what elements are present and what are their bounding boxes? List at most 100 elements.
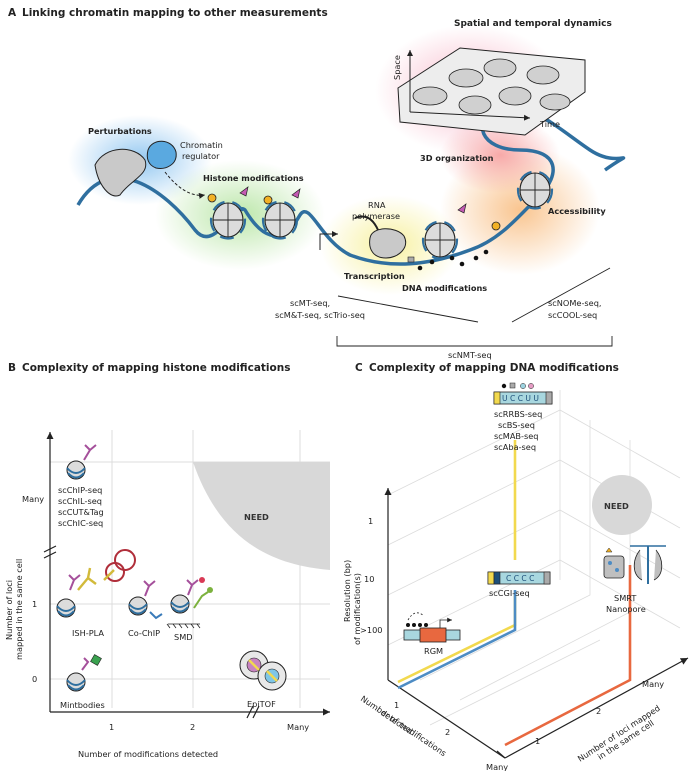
regulator-arrow	[164, 171, 206, 199]
need-label-b: NEED	[244, 512, 269, 522]
panel-c-x-axis	[387, 679, 506, 759]
c-z-tick-2: 2	[596, 706, 601, 716]
3d-organization-label: 3D organization	[420, 153, 494, 163]
chromatin-regulator-label-1: Chromatin	[180, 140, 223, 150]
method-bracket-bottom	[336, 336, 613, 347]
rolling-circle-icon	[114, 549, 136, 571]
antibody-icon	[143, 580, 156, 597]
need-region	[193, 462, 330, 570]
panel-c-letter: C	[355, 362, 363, 374]
panel-a-heading: Linking chromatin mapping to other measu…	[22, 7, 328, 19]
sccgi-seq-label: scCGI-seq	[489, 588, 530, 598]
histone-mark-icon	[491, 221, 501, 231]
panel-c-z-axis	[504, 657, 689, 759]
nucleosome-icon	[66, 672, 86, 692]
rgm-label: RGM	[424, 646, 443, 656]
nucleosome-icon	[128, 596, 148, 616]
methods-right-2: scCOOL-seq	[548, 310, 597, 320]
bisulfite-seq-icon	[493, 382, 553, 405]
line-orange	[504, 565, 632, 747]
b-y-tick-1: 1	[32, 599, 37, 609]
antibody-icon	[193, 591, 209, 609]
rna-transcript	[354, 215, 379, 231]
method-bracket-right	[511, 267, 611, 323]
space-axis-label: Space	[392, 55, 402, 80]
cgi-seq-icon	[487, 571, 551, 585]
methods-left-2: scM&T-seq, scTrio-seq	[275, 310, 365, 320]
methods-bottom: scNMT-seq	[448, 350, 492, 360]
c-y-tick-gt100: >100	[360, 625, 383, 635]
method-bracket-left	[337, 295, 479, 323]
panel-b-letter: B	[8, 362, 16, 374]
line-blue	[397, 590, 517, 690]
c-method-top-4: scAba-seq	[494, 442, 536, 452]
c-y-title-1: Resolution (bp)	[342, 560, 352, 622]
time-axis-label: Time	[539, 119, 560, 129]
rna-polymerase-icon	[369, 228, 406, 259]
time-axis	[409, 111, 531, 121]
seq-top-text: U C C U U	[502, 394, 539, 403]
x-axis-break-icon	[246, 705, 260, 719]
histone-mark-icon	[263, 195, 273, 205]
c-method-top-1: scRRBS-seq	[494, 409, 542, 419]
histone-mark-icon	[457, 203, 467, 214]
panel-b: B Complexity of mapping histone modifica…	[4, 362, 330, 759]
histone-mark-icon	[207, 193, 217, 203]
panel-c: C Complexity of mapping DNA modification…	[342, 362, 689, 771]
transcription-label: Transcription	[344, 271, 405, 281]
panel-b-heading: Complexity of mapping histone modificati…	[22, 362, 290, 374]
need-label-c: NEED	[604, 501, 629, 511]
c-z-tick-many: Many	[642, 679, 664, 689]
c-z-tick-1: 1	[535, 736, 540, 746]
b-y-tick-0: 0	[32, 674, 37, 684]
c-x-tick-many: Many	[486, 762, 508, 771]
nucleosome-icon	[56, 598, 76, 618]
mintbody-icon	[90, 654, 102, 666]
mintbodies-label: Mintbodies	[60, 700, 105, 710]
b-method-many-3: scCUT&Tag	[58, 507, 104, 517]
smrt-nanopore-icon	[603, 545, 666, 584]
pla-probe-icon	[77, 567, 115, 591]
histone-modifications-label: Histone modifications	[203, 173, 304, 183]
chromatin-regulator-icon	[146, 140, 177, 169]
rolling-circle-icon	[105, 562, 125, 582]
b-x-tick-1: 1	[109, 722, 114, 732]
perturbations-label: Perturbations	[88, 126, 152, 136]
rna-polymerase-label-1: RNA	[368, 200, 386, 210]
rna-polymerase-label-2: polymerase	[352, 211, 400, 221]
c-x-tick-1: 1	[394, 700, 399, 710]
nucleosome-icon	[170, 594, 190, 614]
c-y-title-2: of modification(s)	[352, 573, 362, 645]
need-circle	[592, 475, 652, 535]
panel-a-letter: A	[8, 7, 17, 19]
histone-mark-icon	[291, 188, 301, 199]
antibody-icon	[149, 611, 163, 620]
rgm-reporter-icon	[403, 612, 461, 643]
antibody-icon	[81, 657, 90, 671]
c-x-title-2: detected	[379, 707, 415, 736]
dna-modifications-label: DNA modifications	[402, 283, 487, 293]
c-method-top-3: scMAB-seq	[494, 431, 539, 441]
dna-methylation-dots	[407, 249, 489, 271]
antibody-icon	[83, 444, 97, 461]
antibody-icon	[186, 579, 199, 596]
tss-arrow	[319, 231, 338, 250]
co-chip-label: Co-ChIP	[128, 628, 160, 638]
methods-right-1: scNOMe-seq,	[548, 298, 602, 308]
panel-c-heading: Complexity of mapping DNA modifications	[369, 362, 619, 374]
epitof-label: EpiTOF	[247, 699, 276, 709]
b-y-title-2: mapped in the same cell	[14, 559, 24, 660]
panel-a: A Linking chromatin mapping to other mea…	[8, 7, 626, 360]
c-y-tick-10: 10	[364, 574, 374, 584]
c-x-tick-2: 2	[445, 727, 450, 737]
b-y-title-1: Number of loci	[4, 580, 14, 640]
b-method-many-4: scChIC-seq	[58, 518, 103, 528]
panel-c-x-arrowhead	[496, 750, 506, 759]
b-x-tick-2: 2	[190, 722, 195, 732]
c-y-tick-1: 1	[368, 516, 373, 526]
b-y-tick-many: Many	[22, 494, 44, 504]
perturbation-protein-icon	[94, 148, 147, 197]
c-method-top-2: scBS-seq	[498, 420, 535, 430]
spatial-temporal-label: Spatial and temporal dynamics	[454, 19, 612, 29]
